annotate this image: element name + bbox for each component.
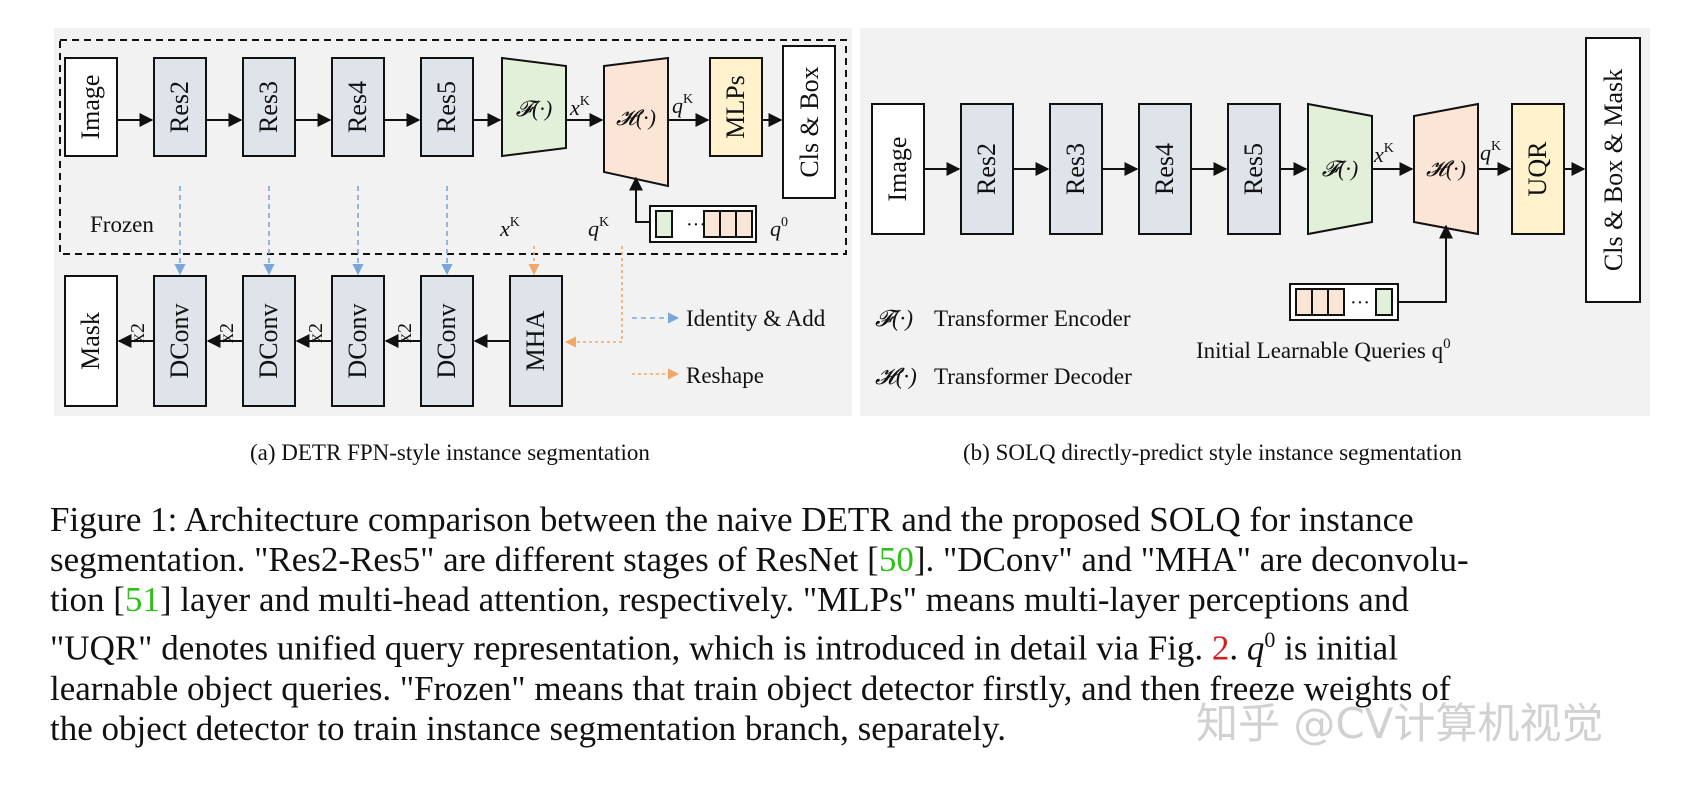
panel-a-dconv-2: DConv	[242, 275, 296, 407]
panel-b-uqr-label: UQR	[1523, 141, 1552, 197]
panel-a-decoder-trapezoid: 𝓗(·)	[603, 56, 669, 188]
panel-a-xk-side: xK	[499, 215, 520, 241]
panel-b-res5-label: Res5	[1239, 143, 1268, 195]
panel-a-cls-box-label: Cls & Box	[795, 66, 824, 177]
panel-a-res5-box: Res5	[420, 57, 474, 157]
dconv-label: DConv	[254, 303, 283, 378]
panel-b-encoder-trapezoid: 𝓕(·)	[1307, 102, 1373, 236]
panel-a-mha-box: MHA	[509, 275, 563, 407]
panel-a-decoder-label: 𝓗(·)	[616, 105, 656, 130]
figure-caption: Figure 1: Architecture comparison betwee…	[50, 500, 1650, 749]
panel-a-res4-box: Res4	[331, 57, 385, 157]
svg-text:𝓗(·): 𝓗(·)	[875, 364, 917, 389]
panel-b-uqr-box: UQR	[1511, 103, 1565, 235]
panel-a-mlps-box: MLPs	[709, 57, 763, 157]
panel-b-decoder-label: 𝓗(·)	[1426, 156, 1466, 181]
svg-text:Transformer Encoder: Transformer Encoder	[934, 306, 1131, 331]
panel-a-query-bank: ···	[649, 205, 757, 243]
panel-a-dconv-1: DConv	[153, 275, 207, 407]
caption-line-4: "UQR" denotes unified query representati…	[50, 627, 1398, 668]
panel-a-cls-box-output: Cls & Box	[782, 45, 836, 199]
legend-reshape: Reshape	[686, 363, 764, 388]
caption-line-1: Figure 1: Architecture comparison betwee…	[50, 500, 1414, 539]
panel-a-identity-arrows	[174, 186, 453, 276]
svg-text:𝓕(·): 𝓕(·)	[875, 306, 913, 331]
panel-a-mha-label: MHA	[521, 310, 550, 371]
panel-b-qk: qK	[1480, 139, 1501, 165]
fig-2-link[interactable]: 2	[1211, 628, 1230, 668]
panel-a-dconv-3: DConv	[331, 275, 385, 407]
panel-b-encoder-label: 𝓕(·)	[1322, 156, 1358, 181]
panel-b-legend: 𝓕(·) Transformer Encoder 𝓗(·) Transforme…	[875, 306, 1132, 389]
panel-b-query-bank: ···	[1289, 283, 1399, 321]
panel-a-encoder-label: 𝓕(·)	[516, 96, 552, 121]
panel-a-legend: Identity & Add Reshape	[632, 306, 826, 388]
panel-b-res3-label: Res3	[1061, 143, 1090, 195]
panel-a-res4-label: Res4	[343, 81, 372, 133]
panel-b-image-box: Image	[871, 103, 925, 235]
panel-b-output-label: Cls & Box & Mask	[1599, 69, 1628, 271]
panel-b-arrows	[924, 162, 1586, 303]
panel-a-res2-box: Res2	[153, 57, 207, 157]
panel-a-reshape-arrows	[528, 246, 623, 348]
panel-b-caption: (b) SOLQ directly-predict style instance…	[963, 440, 1462, 465]
panel-a-qk-top: qK	[672, 92, 693, 118]
panel-b-res4-box: Res4	[1138, 103, 1192, 235]
dconv-label: DConv	[165, 303, 194, 378]
panel-a-res3-label: Res3	[254, 81, 283, 133]
panel-a-image-box: Image	[64, 57, 118, 157]
panel-a-caption: (a) DETR FPN-style instance segmentation	[250, 440, 650, 465]
svg-text:x2: x2	[216, 323, 238, 343]
panel-a-res3-box: Res3	[242, 57, 296, 157]
caption-line-2: segmentation. "Res2-Res5" are different …	[50, 540, 1469, 579]
panel-b-res2-label: Res2	[972, 143, 1001, 195]
panel-b-decoder-trapezoid: 𝓗(·)	[1413, 102, 1479, 236]
svg-text:Transformer Decoder: Transformer Decoder	[934, 364, 1132, 389]
svg-text:x2: x2	[305, 323, 327, 343]
panel-b-res4-label: Res4	[1150, 143, 1179, 195]
panel-a-image-label: Image	[76, 75, 105, 140]
caption-line-3: tion [51] layer and multi-head attention…	[50, 580, 1409, 619]
legend-identity-add: Identity & Add	[686, 306, 826, 331]
svg-text:x2: x2	[394, 323, 416, 343]
dconv-label: DConv	[343, 303, 372, 378]
panel-a-res2-label: Res2	[165, 81, 194, 133]
panel-b-res3-box: Res3	[1049, 103, 1103, 235]
panel-a-mask-label: Mask	[76, 312, 105, 370]
svg-text:···: ···	[1350, 292, 1370, 314]
panel-a-xk-top: xK	[569, 94, 590, 120]
frozen-region	[59, 39, 847, 255]
panel-a-top-arrows	[117, 113, 783, 223]
panel-a-res5-label: Res5	[432, 81, 461, 133]
dconv-label: DConv	[432, 303, 461, 378]
watermark: 知乎 @CV计算机视觉	[1196, 699, 1604, 748]
panel-a-qk-side: qK	[588, 215, 609, 241]
panel-b-xk: xK	[1373, 141, 1394, 167]
panel-b-image-label: Image	[883, 137, 912, 202]
panel-a-dconv-4: DConv	[420, 275, 474, 407]
panel-a-q0-label: q0	[770, 215, 788, 241]
caption-line-6: the object detector to train instance se…	[50, 708, 1006, 748]
panel-b-res5-box: Res5	[1227, 103, 1281, 235]
panel-a-mask-box: Mask	[64, 275, 118, 407]
panel-a-x2-labels: x2 x2 x2 x2	[127, 323, 416, 343]
panel-a-encoder-trapezoid: 𝓕(·)	[501, 56, 567, 158]
frozen-label: Frozen	[90, 212, 154, 237]
panel-b-queries-label: Initial Learnable Queries q0	[1196, 336, 1451, 363]
svg-text:x2: x2	[127, 323, 149, 343]
panel-b-output-box: Cls & Box & Mask	[1585, 37, 1641, 303]
ref-50-link[interactable]: 50	[878, 540, 914, 579]
svg-text:···: ···	[686, 214, 706, 236]
figure-diagram: Image Res2 Res3 Res4 Res5 𝓕(·) 𝓗(·) MLPs…	[54, 28, 1650, 416]
panel-b-res2-box: Res2	[960, 103, 1014, 235]
caption-line-5: learnable object queries. "Frozen" means…	[50, 668, 1451, 708]
ref-51-link[interactable]: 51	[124, 580, 160, 619]
panel-a-mlps-label: MLPs	[721, 75, 750, 139]
